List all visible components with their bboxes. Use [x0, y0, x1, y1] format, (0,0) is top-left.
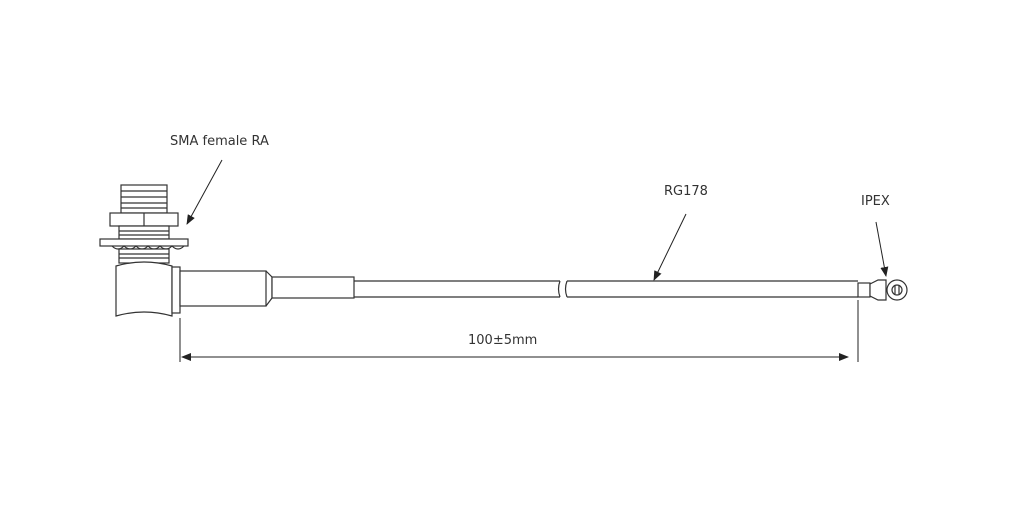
sma-label: SMA female RA	[170, 134, 269, 149]
dimension-line	[179, 300, 859, 362]
ipex-label: IPEX	[861, 194, 890, 209]
ipex-connector	[857, 279, 908, 301]
length-dimension-label: 100±5mm	[468, 333, 538, 348]
sma-connector	[99, 184, 189, 317]
leader-lines	[186, 159, 889, 281]
cable-type-label: RG178	[664, 184, 708, 199]
cable	[179, 270, 858, 307]
